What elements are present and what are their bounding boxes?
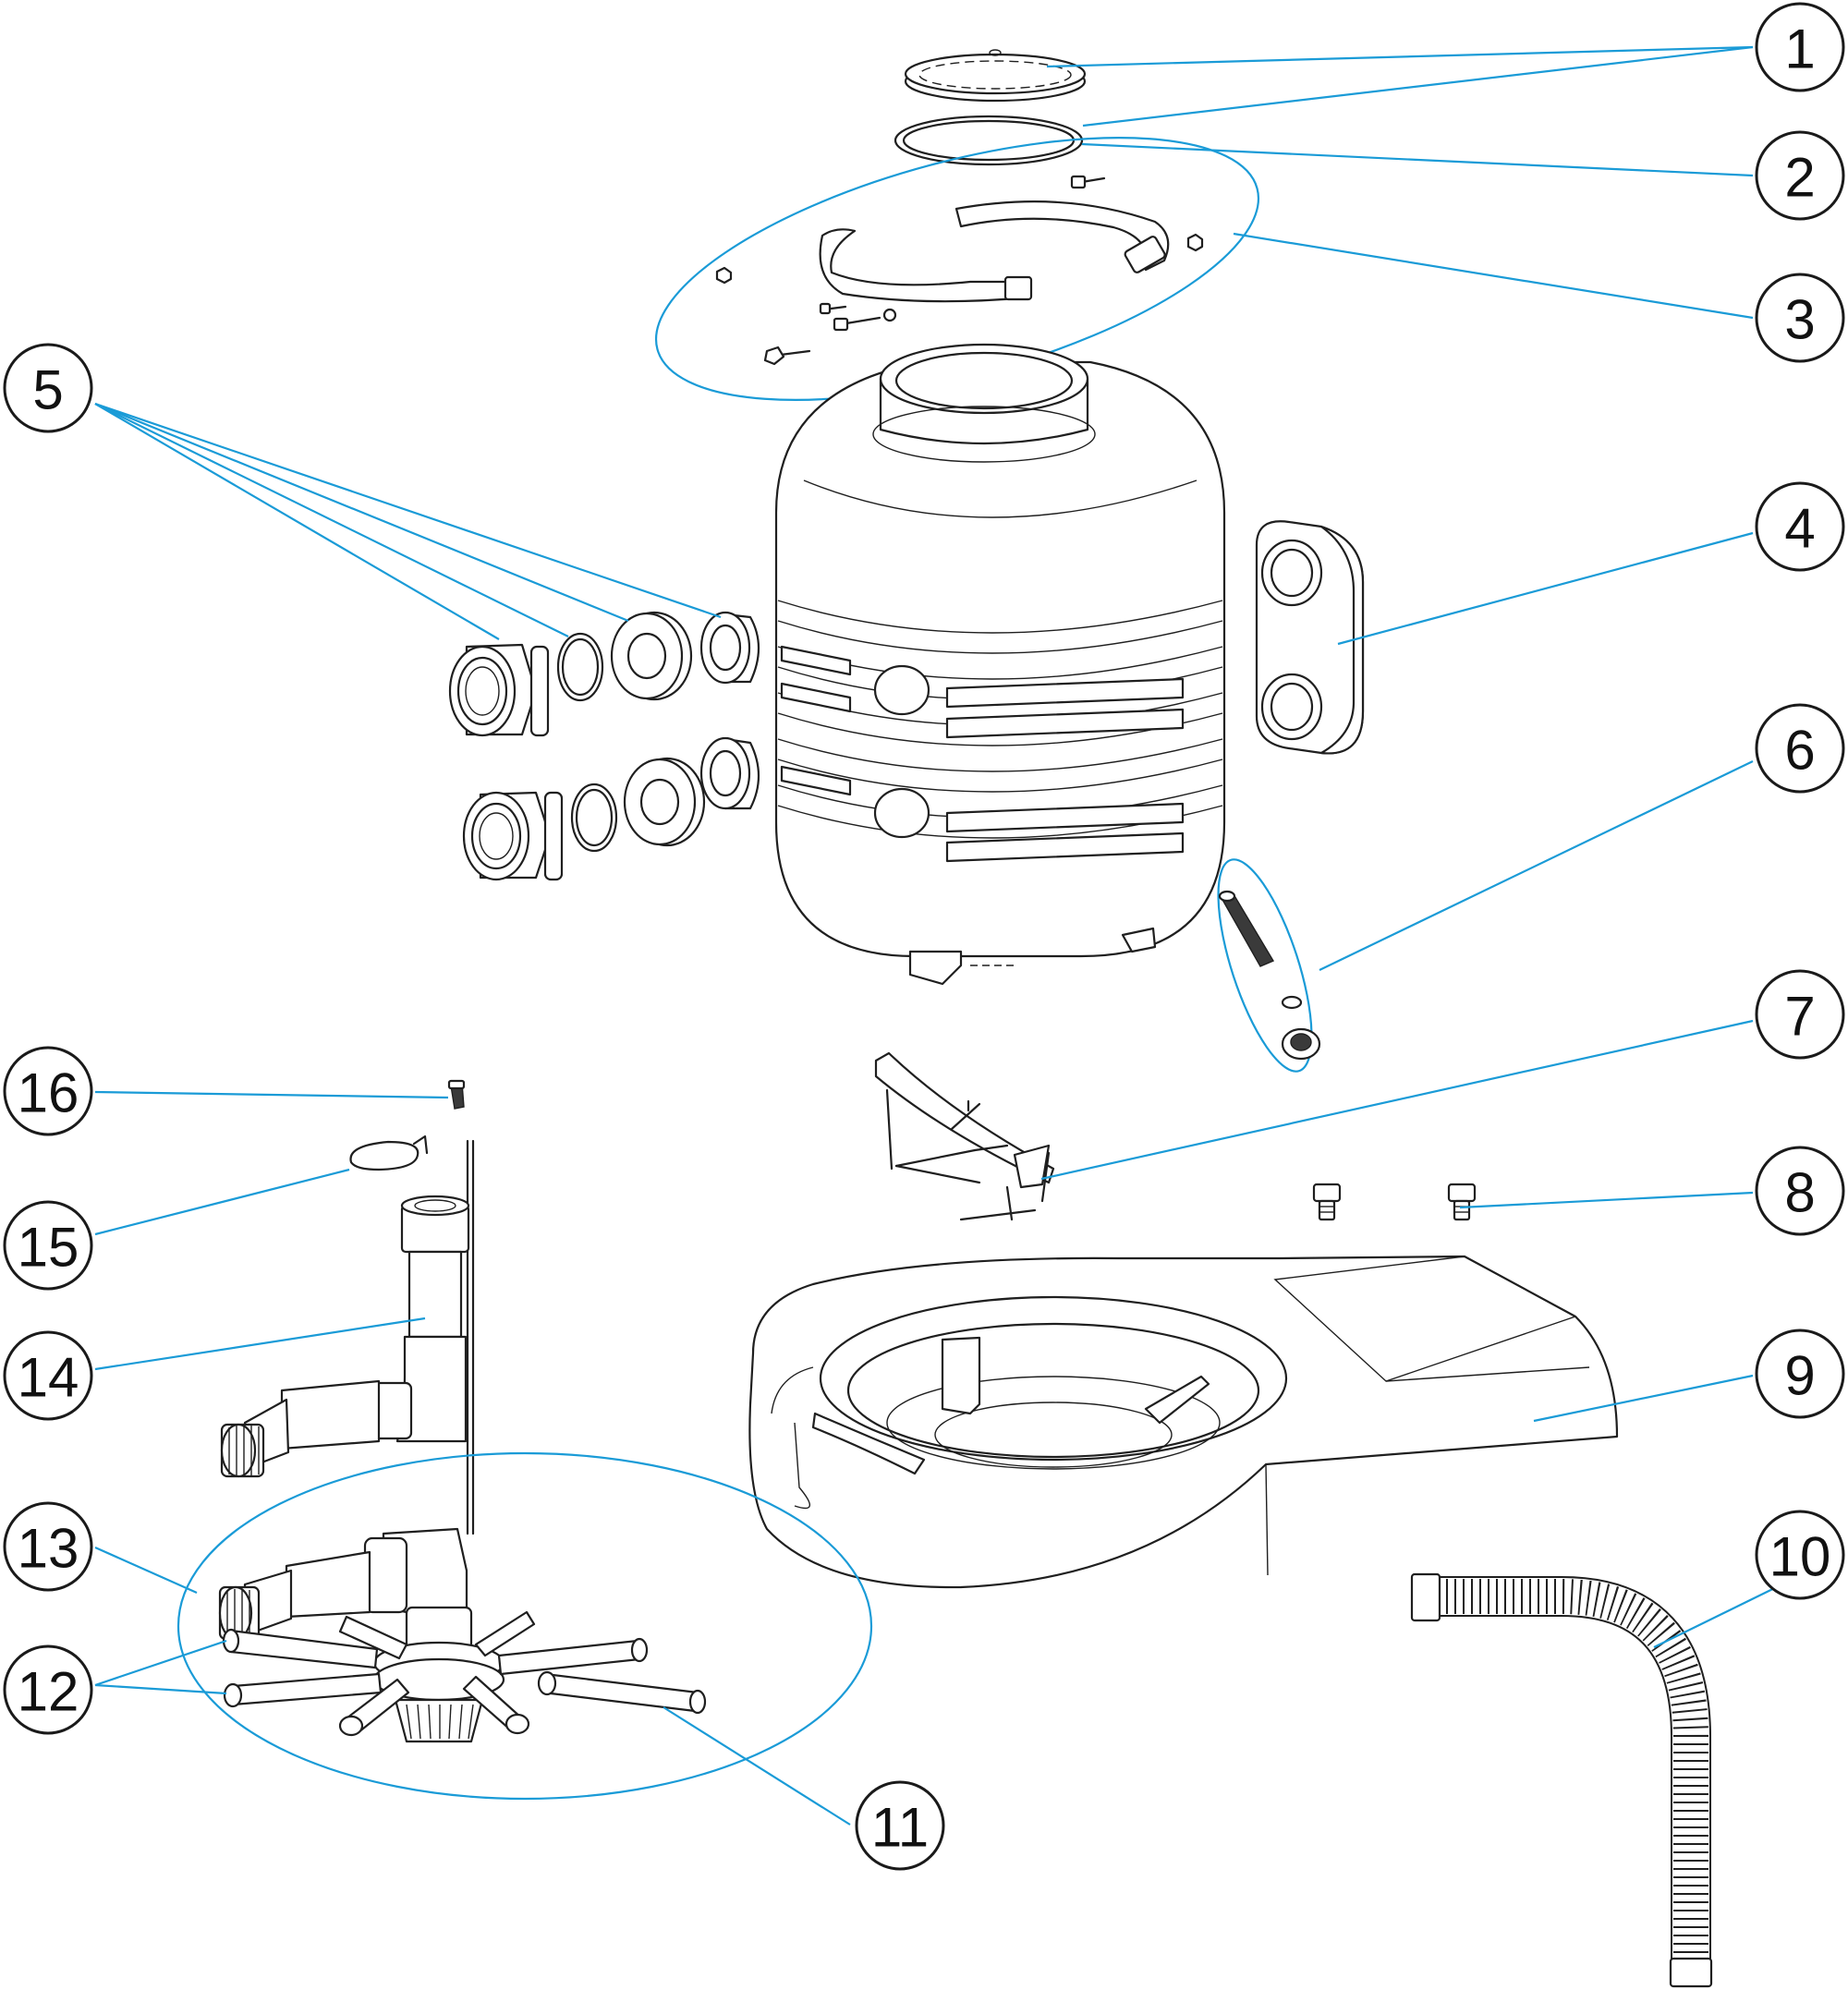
part-flexible-hose (1410, 1572, 1713, 1988)
callout-16-label: 16 (18, 1062, 79, 1124)
callout-3: 3 (1755, 273, 1845, 363)
callout-9: 9 (1755, 1329, 1845, 1419)
flange-upper (610, 611, 693, 701)
part-pipe-clip (349, 1135, 429, 1171)
part-base (748, 1255, 1619, 1589)
tail-lower (699, 736, 760, 810)
clamp-nuts (715, 233, 1204, 285)
part-drain-plug-set (1217, 858, 1321, 1073)
callout-3-label: 3 (1784, 289, 1815, 351)
o-ring-lower (570, 783, 618, 853)
callout-14: 14 (3, 1330, 93, 1421)
callout-12: 12 (3, 1644, 93, 1735)
callout-10: 10 (1755, 1510, 1845, 1600)
part-filter-tank (774, 343, 1226, 986)
callout-14-label: 14 (18, 1347, 79, 1409)
callout-4-label: 4 (1784, 498, 1815, 560)
callout-12-label: 12 (18, 1661, 79, 1723)
part-lid (904, 49, 1087, 103)
part-lateral-support (874, 1051, 1055, 1221)
union-nut-lower (462, 791, 564, 881)
callout-13-label: 13 (18, 1518, 79, 1580)
flange-lower (623, 757, 706, 847)
callout-4: 4 (1755, 481, 1845, 572)
callout-1: 1 (1755, 2, 1845, 92)
callout-1-label: 1 (1784, 18, 1815, 80)
leader-lines (94, 45, 1800, 1826)
callout-11-label: 11 (871, 1797, 929, 1859)
callout-11: 11 (855, 1780, 945, 1871)
o-ring-upper (556, 632, 604, 702)
callout-13: 13 (3, 1501, 93, 1592)
callout-16: 16 (3, 1046, 93, 1136)
callout-8-label: 8 (1784, 1162, 1815, 1224)
clamp-bolt-top (1070, 175, 1106, 189)
clamp-bolts-left (763, 302, 897, 366)
callout-7: 7 (1755, 969, 1845, 1060)
callout-6: 6 (1755, 703, 1845, 794)
callout-2: 2 (1755, 130, 1845, 221)
part-bleed-cap (447, 1079, 466, 1110)
part-base-screws (1312, 1183, 1477, 1221)
callout-10-label: 10 (1769, 1526, 1831, 1588)
laterals (222, 1610, 707, 1737)
callout-5: 5 (3, 343, 93, 433)
tail-upper (699, 611, 760, 685)
part-clamp-set (654, 137, 1260, 401)
callout-15: 15 (3, 1200, 93, 1291)
callout-2-label: 2 (1784, 147, 1815, 209)
union-nut-upper (448, 643, 550, 737)
callout-9-label: 9 (1784, 1345, 1815, 1407)
part-port-adapter-plate (1255, 520, 1365, 755)
part-lateral-hub-assembly (176, 1451, 873, 1801)
callout-8: 8 (1755, 1146, 1845, 1236)
part-standpipe (220, 1195, 470, 1478)
callout-5-label: 5 (32, 359, 63, 421)
callout-7-label: 7 (1784, 986, 1815, 1048)
part-union-fittings (448, 611, 760, 881)
callout-6-label: 6 (1784, 720, 1815, 782)
callout-15-label: 15 (18, 1217, 79, 1279)
part-air-bleed-tube (466, 1139, 475, 1535)
part-lid-o-ring (894, 115, 1084, 166)
